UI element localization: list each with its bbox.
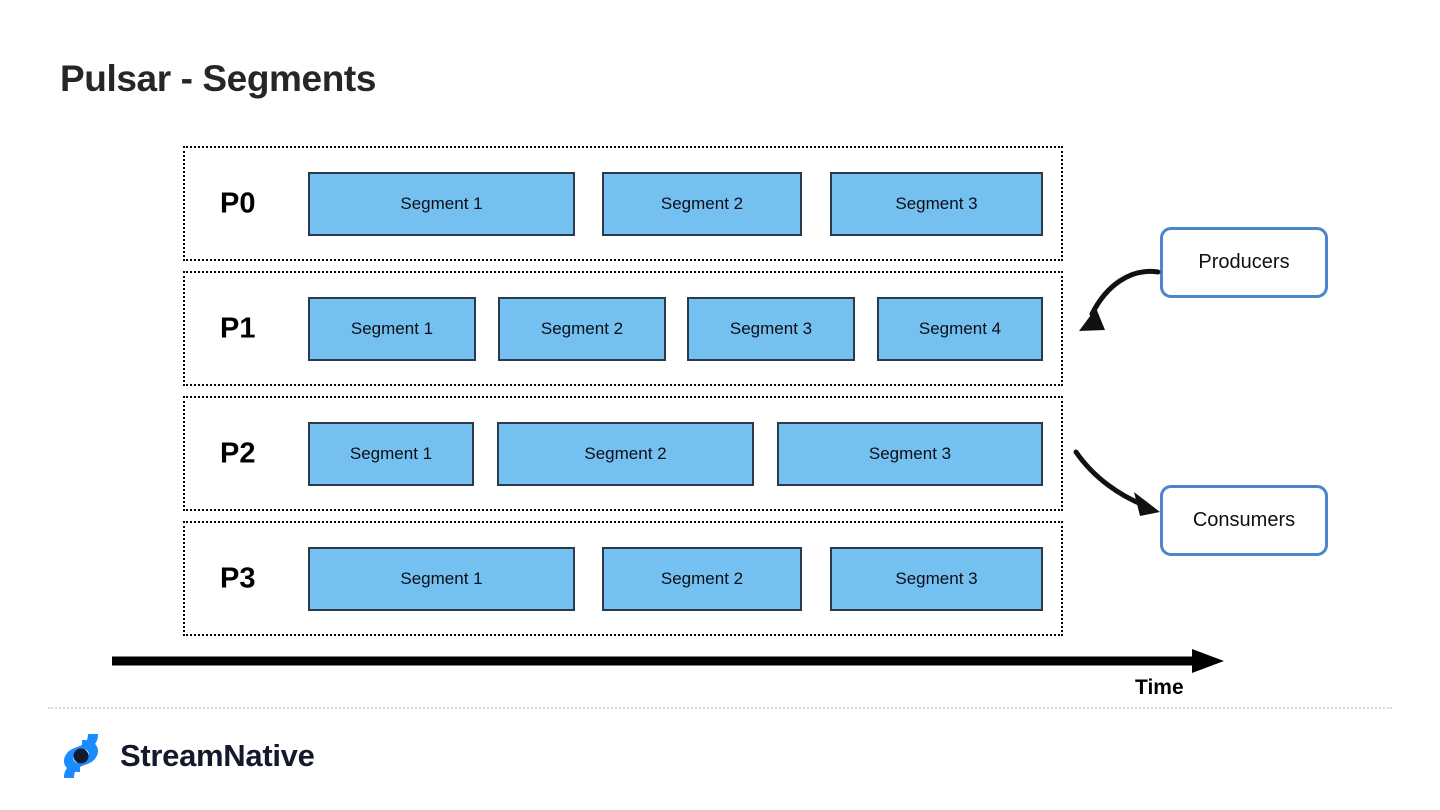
segment-label: Segment 3 (895, 193, 978, 213)
page-title: Pulsar - Segments (60, 58, 377, 99)
segment-box[interactable]: Segment 3 (687, 296, 855, 361)
segment-box[interactable]: Segment 1 (308, 546, 575, 611)
segment-label: Segment 1 (350, 318, 434, 338)
partition-row-p3: P3 Segment 1 Segment 2 Segment 3 (183, 521, 1063, 636)
segment-label: Segment 1 (400, 568, 483, 588)
time-axis-label: Time (1135, 676, 1184, 699)
segment-box[interactable]: Segment 2 (497, 421, 754, 486)
producers-arrow-icon (1079, 268, 1161, 331)
segment-box[interactable]: Segment 2 (602, 546, 802, 611)
segment-track: Segment 1 Segment 2 Segment 3 (185, 523, 1061, 634)
segment-label: Segment 2 (540, 318, 624, 338)
segment-label: Segment 3 (895, 568, 978, 588)
streamnative-s-mark-icon (64, 734, 98, 778)
segment-label: Segment 2 (584, 443, 667, 463)
callout-consumers[interactable]: Consumers (1160, 485, 1328, 556)
segment-track: Segment 1 Segment 2 Segment 3 (185, 148, 1061, 259)
segment-box[interactable]: Segment 1 (308, 171, 575, 236)
partition-row-p1: P1 Segment 1 Segment 2 Segment 3 Segment 4 (183, 271, 1063, 386)
callout-consumers-label: Consumers (1192, 509, 1296, 531)
segment-label: Segment 3 (868, 443, 952, 463)
partition-label: P0 (220, 187, 256, 219)
segment-track: Segment 1 Segment 2 Segment 3 (185, 398, 1061, 509)
partition-row-p2: P2 Segment 1 Segment 2 Segment 3 (183, 396, 1063, 511)
segment-label: Segment 1 (349, 443, 433, 463)
segment-box[interactable]: Segment 2 (498, 296, 666, 361)
segment-label: Segment 2 (660, 193, 744, 213)
segment-box[interactable]: Segment 1 (308, 421, 474, 486)
segment-label: Segment 4 (918, 318, 1002, 338)
brand-name: StreamNative (120, 738, 315, 773)
time-axis-arrow-icon (112, 649, 1224, 673)
partition-label: P1 (220, 312, 256, 344)
segment-label: Segment 2 (660, 568, 744, 588)
segment-box[interactable]: Segment 1 (308, 296, 476, 361)
segment-label: Segment 1 (400, 193, 483, 213)
partition-row-p0: P0 Segment 1 Segment 2 Segment 3 (183, 146, 1063, 261)
segment-box[interactable]: Segment 4 (877, 296, 1043, 361)
consumers-arrow-icon (1073, 449, 1160, 516)
segment-box[interactable]: Segment 3 (830, 546, 1043, 611)
segment-box[interactable]: Segment 2 (602, 171, 802, 236)
partition-label: P3 (220, 562, 256, 594)
partition-label: P2 (220, 437, 256, 469)
callout-producers[interactable]: Producers (1160, 227, 1328, 298)
segment-box[interactable]: Segment 3 (830, 171, 1043, 236)
segment-box[interactable]: Segment 3 (777, 421, 1043, 486)
brand-footer: StreamNative (58, 730, 315, 782)
segment-track: Segment 1 Segment 2 Segment 3 Segment 4 (185, 273, 1061, 384)
footer-divider (48, 707, 1392, 709)
segment-label: Segment 3 (729, 318, 813, 338)
callout-producers-label: Producers (1198, 251, 1290, 273)
